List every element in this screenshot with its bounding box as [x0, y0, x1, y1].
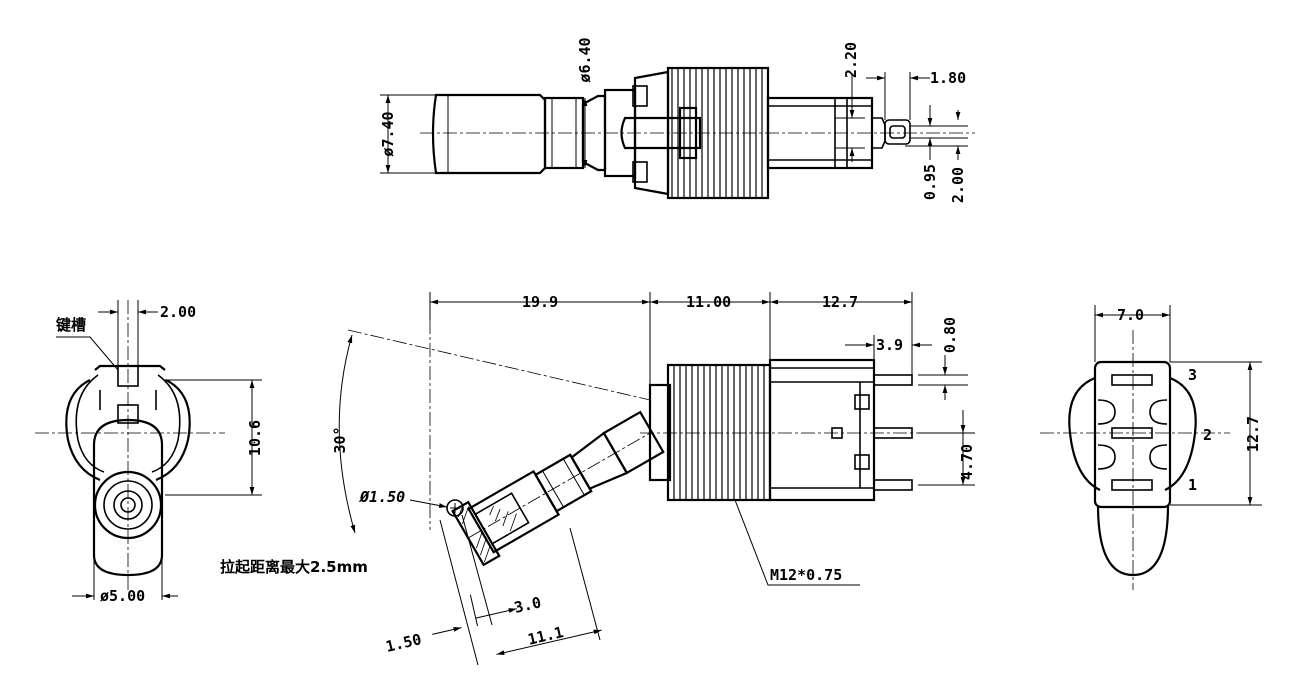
label-dia-640: ø6.40 [576, 37, 594, 82]
rear-view: 3 2 1 7.0 12.7 [1040, 305, 1262, 590]
label-pin-3: 3 [1188, 366, 1197, 384]
bottom-dimensions: 3.0 11.1 1.50 [384, 593, 602, 656]
label-080: 0.80 [941, 317, 959, 353]
label-pin-2: 2 [1203, 426, 1212, 444]
label-keyway: 键槽 [55, 316, 86, 334]
label-angle-30: 30° [331, 426, 349, 453]
label-470: 4.70 [958, 444, 976, 480]
top-view: ø7.40 ø6.40 2.20 1.80 0.95 2.00 [379, 37, 975, 203]
label-111: 11.1 [526, 623, 565, 649]
label-39: 3.9 [876, 336, 903, 354]
label-dia-740: ø7.40 [379, 111, 397, 156]
label-pin-1: 1 [1188, 476, 1197, 494]
label-127: 12.7 [822, 293, 858, 311]
front-view: 键槽 2.00 10.6 ø5.00 拉起距离最大2.5mm [35, 300, 368, 605]
label-70: 7.0 [1117, 306, 1144, 324]
label-150: 1.50 [384, 630, 423, 656]
label-106: 10.6 [246, 420, 264, 456]
label-200: 2.00 [160, 303, 196, 321]
thread-lines-top [671, 68, 763, 198]
label-127-r: 12.7 [1244, 416, 1262, 452]
label-30: 3.0 [512, 593, 542, 617]
thread-lines-side [673, 365, 765, 500]
label-199: 19.9 [522, 293, 558, 311]
label-dia-500: ø5.00 [100, 587, 145, 605]
side-view: 30° Ø1.50 19.9 11.00 12.7 3.9 0.80 4.70 … [331, 292, 976, 666]
tilted-shaft [451, 410, 665, 567]
label-180: 1.80 [930, 69, 966, 87]
label-pull-distance: 拉起距离最大2.5mm [220, 558, 368, 576]
label-thread-m12: M12*0.75 [770, 566, 842, 584]
label-095: 0.95 [921, 164, 939, 200]
label-220: 2.20 [842, 42, 860, 78]
label-200-v: 2.00 [949, 167, 967, 203]
label-dia-150: Ø1.50 [358, 488, 405, 506]
hatch-section [457, 505, 517, 563]
label-1100: 11.00 [686, 293, 731, 311]
